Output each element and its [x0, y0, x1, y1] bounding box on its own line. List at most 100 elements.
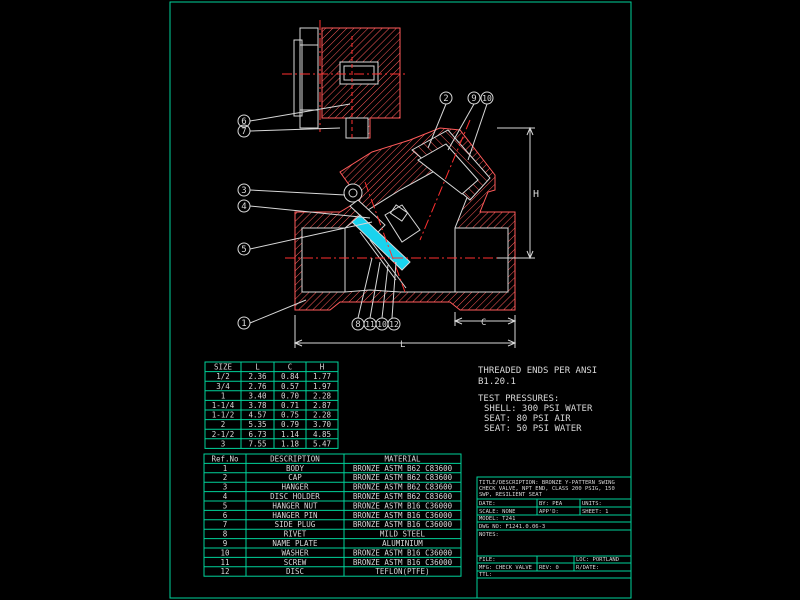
detail-view	[282, 20, 408, 139]
svg-text:9: 9	[471, 94, 476, 104]
svg-text:3: 3	[241, 186, 246, 196]
balloon-8: 8	[351, 317, 365, 331]
note-line-4: SHELL: 300 PSI WATER	[484, 404, 593, 414]
parts-table-cell: BRONZE ASTM B62 C83600	[353, 464, 453, 473]
parts-table-cell: HANGER	[281, 483, 309, 492]
parts-table-cell: 11	[220, 558, 229, 567]
size-table-cell: 0.70	[281, 391, 300, 400]
size-table-cell: 6.73	[248, 430, 266, 439]
leader-lines	[249, 103, 488, 324]
parts-table-header: DESCRIPTION	[270, 454, 320, 463]
tb-rev: REV: 0	[539, 565, 559, 571]
parts-table-cell: BRONZE ASTM B16 C36000	[353, 520, 453, 529]
note-line-2: B1.20.1	[478, 377, 516, 387]
parts-table-cell: BRONZE ASTM B16 C36000	[353, 511, 453, 520]
parts-table-cell: DISC HOLDER	[270, 492, 320, 501]
tb-file: FILE:	[479, 557, 496, 563]
balloon-10b: 10	[375, 317, 389, 331]
size-table-cell: 1	[221, 391, 226, 400]
balloon-7: 7	[237, 124, 251, 138]
title-block: TITLE/DESCRIPTION: BRONZE Y-PATTERN SWIN…	[476, 476, 632, 599]
size-table-header: H	[320, 363, 325, 372]
size-table-cell: 1.97	[313, 382, 331, 391]
size-table-cell: 3.40	[248, 391, 267, 400]
tb-mfg: MFG: CHECK VALVE	[479, 565, 532, 571]
title-line-3: SWP, RESILIENT SEAT	[479, 492, 543, 498]
size-table-cell: 2	[221, 420, 226, 429]
size-table-cell: 0.79	[281, 420, 299, 429]
tb-scale: SCALE: NONE	[479, 509, 515, 515]
parts-table-cell: CAP	[288, 473, 302, 482]
balloon-4: 4	[237, 199, 251, 213]
size-table-cell: 3.70	[313, 420, 332, 429]
parts-table-cell: HANGER PIN	[272, 511, 317, 520]
size-table-cell: 4.85	[313, 430, 331, 439]
size-table-cell: 3	[221, 439, 226, 448]
size-table-cell: 5.47	[313, 439, 331, 448]
tb-notes: NOTES:	[479, 532, 499, 538]
size-table-cell: 1.77	[313, 372, 331, 381]
parts-table-cell: 2	[223, 473, 228, 482]
balloon-6: 6	[237, 114, 251, 128]
parts-table-cell: MILD STEEL	[380, 530, 426, 539]
balloon-1: 1	[237, 316, 251, 330]
size-table-cell: 5.35	[248, 420, 266, 429]
svg-text:4: 4	[241, 202, 246, 212]
parts-table-cell: SIDE PLUG	[275, 520, 316, 529]
size-table-cell: 4.57	[248, 411, 266, 420]
size-table-cell: 2.28	[313, 411, 332, 420]
tb-by: BY: PEA	[539, 501, 563, 507]
balloon-2: 2	[439, 91, 453, 105]
parts-table-cell: 4	[223, 492, 228, 501]
size-table-cell: 1-1/4	[212, 401, 235, 410]
note-line-6: SEAT: 50 PSI WATER	[484, 424, 582, 434]
tb-date: DATE:	[479, 501, 496, 507]
size-table-cell: 1-1/2	[212, 411, 235, 420]
size-table-cell: 0.57	[281, 382, 299, 391]
svg-text:10: 10	[482, 94, 492, 103]
size-table-cell: 2.28	[313, 391, 332, 400]
parts-table-cell: BRONZE ASTM B16 C36000	[353, 558, 453, 567]
size-table-cell: 2.87	[313, 401, 331, 410]
parts-table-cell: WASHER	[281, 548, 309, 557]
parts-table-cell: HANGER NUT	[272, 501, 318, 510]
parts-table-cell: TEFLON(PTFE)	[375, 567, 429, 576]
svg-text:7: 7	[241, 127, 246, 137]
svg-text:2: 2	[443, 94, 448, 104]
parts-table-cell: SCREW	[284, 558, 307, 567]
parts-table-header: Ref.No	[211, 454, 239, 463]
parts-table-cell: ALUMINIUM	[382, 539, 423, 548]
size-table-cell: 1.14	[281, 430, 300, 439]
sheet-border	[169, 1, 632, 599]
tb-loc: LOC: PORTLAND	[576, 557, 619, 563]
tb-units: UNITS:	[582, 501, 602, 507]
parts-table-cell: BRONZE ASTM B16 C36000	[353, 548, 453, 557]
title-line-2: CHECK VALVE, NPT END, CLASS 200 PSIG, 15…	[479, 486, 615, 492]
tb-dwg: DWG NO: F1241.0.06-3	[479, 524, 545, 530]
parts-table-cell: BRONZE ASTM B62 C83600	[353, 473, 453, 482]
note-line-3: TEST PRESSURES:	[478, 394, 559, 404]
svg-text:12: 12	[389, 320, 399, 329]
parts-table-cell: BRONZE ASTM B62 C83600	[353, 492, 453, 501]
parts-table-cell: 8	[223, 530, 228, 539]
dim-L: L	[400, 340, 405, 350]
parts-table-cell: BRONZE ASTM B62 C83600	[353, 483, 453, 492]
size-table-cell: 1.18	[281, 439, 300, 448]
tb-appd: APP'D:	[539, 509, 559, 515]
parts-table-cell: 12	[220, 567, 229, 576]
size-table-header: SIZE	[214, 363, 233, 372]
parts-table-cell: 6	[223, 511, 228, 520]
svg-text:8: 8	[355, 320, 360, 330]
size-table-cell: 1/2	[216, 372, 230, 381]
tb-sheet: SHEET: 1	[582, 509, 609, 515]
size-table-cell: 0.71	[281, 401, 299, 410]
size-table-header: L	[255, 363, 260, 372]
svg-text:1: 1	[241, 319, 246, 329]
parts-table-cell: BRONZE ASTM B16 C36000	[353, 501, 453, 510]
size-table-header: C	[288, 363, 293, 372]
svg-text:11: 11	[365, 320, 375, 329]
dim-C: C	[481, 318, 486, 328]
svg-text:5: 5	[241, 245, 246, 255]
